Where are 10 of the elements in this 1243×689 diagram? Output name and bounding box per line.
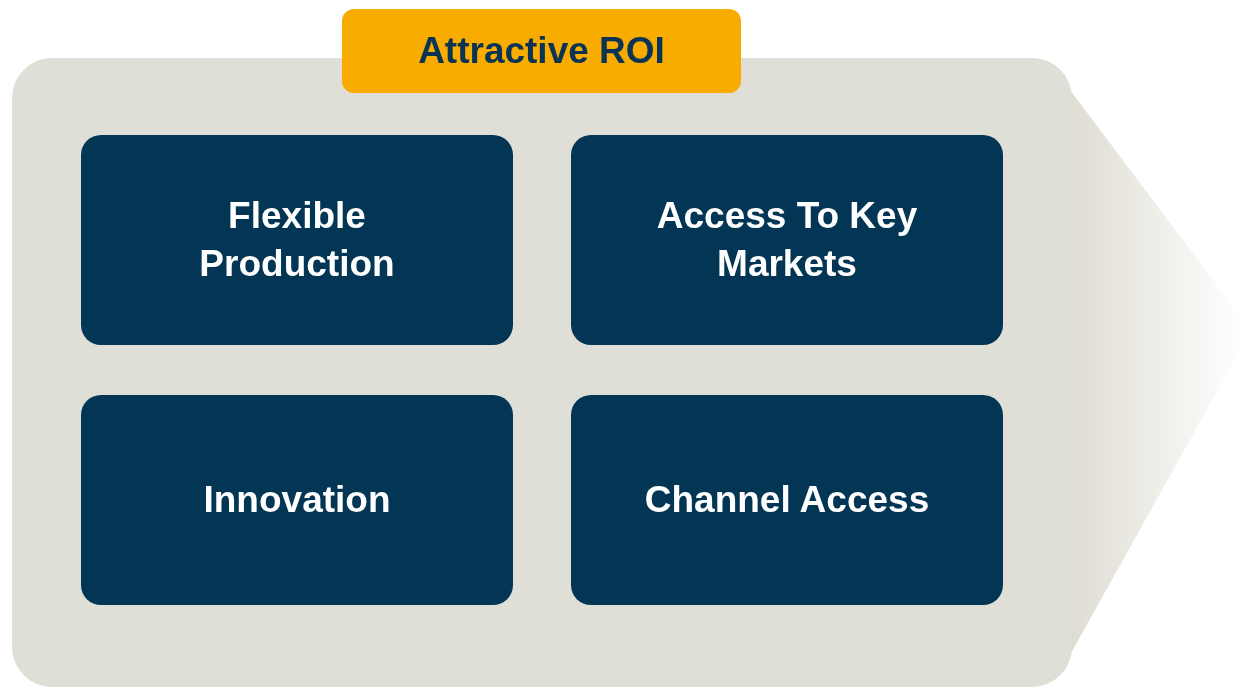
box-label: Channel Access [643, 477, 931, 522]
box-label: Innovation [202, 477, 392, 522]
feature-box [81, 395, 513, 605]
feature-box [571, 395, 1003, 605]
box-label: Access To Key Markets [655, 193, 919, 286]
box-label: Flexible Production [198, 193, 396, 286]
feature-box [571, 135, 1003, 345]
title-text: Attractive ROI [417, 28, 666, 73]
title-tab [342, 9, 741, 93]
feature-box [81, 135, 513, 345]
